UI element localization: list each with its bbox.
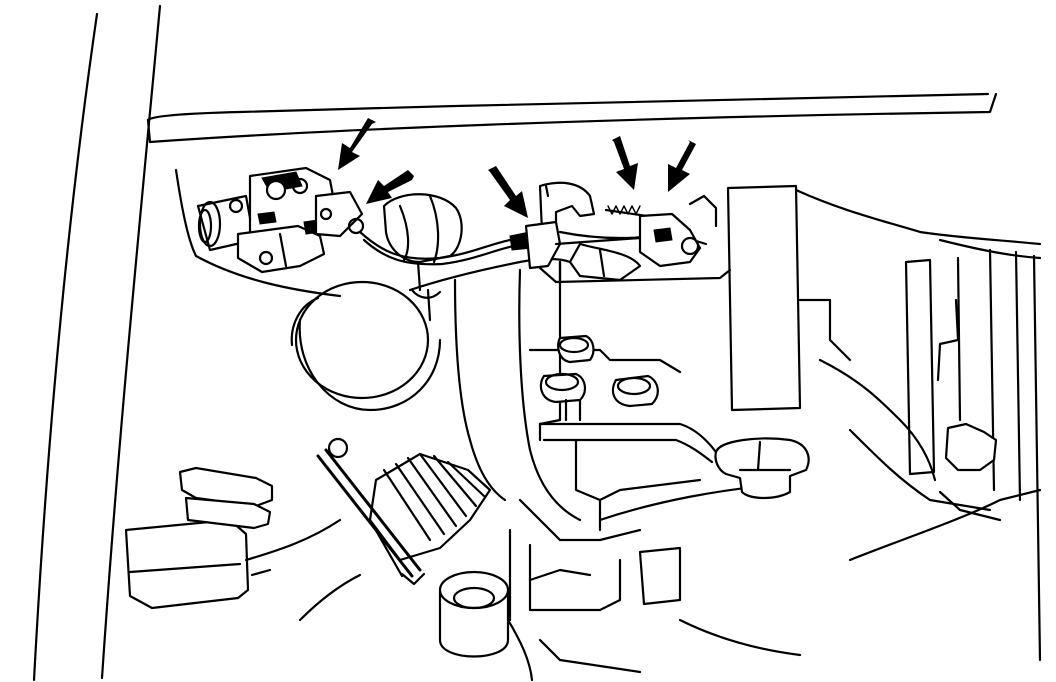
bellows-hose (368, 452, 492, 578)
fender-lines (32, 4, 162, 682)
hose-clamp (316, 437, 426, 586)
arrow-5-icon (668, 140, 696, 192)
engine-block (508, 260, 802, 674)
arrow-4-icon (612, 136, 638, 190)
right-connector (714, 437, 810, 500)
arrow-1-icon (338, 118, 376, 170)
right-panels (818, 238, 1042, 662)
lower-left-components (124, 466, 362, 622)
brake-booster (290, 280, 442, 412)
arrow-3-icon (488, 166, 528, 218)
cowl-panel (146, 92, 998, 298)
throttle-cable (358, 193, 516, 292)
air-cleaner-box (726, 184, 1042, 412)
accelerator-linkage (509, 181, 732, 286)
throttle-body (196, 166, 365, 274)
arrow-2-icon (366, 170, 414, 204)
callout-arrows (338, 118, 696, 218)
bolt-bosses (539, 334, 659, 422)
canister (438, 570, 534, 682)
intake-duct (408, 257, 582, 522)
